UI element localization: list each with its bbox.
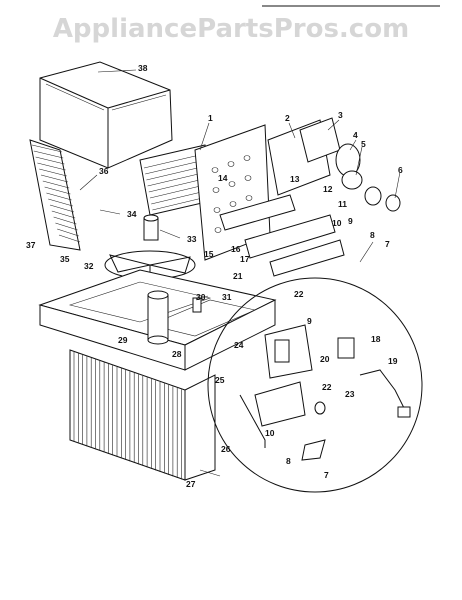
hatch-line — [58, 234, 81, 243]
label-26: 26 — [221, 444, 231, 454]
burner-assembly — [267, 117, 341, 196]
hatch-line — [40, 174, 69, 183]
condenser-cabinet — [69, 349, 216, 481]
burner-manifold — [219, 194, 345, 277]
panel-hole — [245, 195, 253, 201]
hatch-line — [55, 222, 78, 231]
label-7b: 7 — [324, 470, 329, 480]
label-38: 38 — [138, 63, 148, 73]
label-20: 20 — [320, 354, 330, 364]
label-37: 37 — [26, 240, 36, 250]
label-21: 21 — [233, 271, 243, 281]
fan-assembly — [104, 214, 196, 280]
label-3: 3 — [338, 110, 343, 120]
label-8: 8 — [370, 230, 375, 240]
label-17: 17 — [240, 254, 250, 264]
hatch-line — [33, 150, 64, 159]
hatch-line — [48, 198, 73, 207]
label-30: 30 — [196, 292, 206, 302]
label-7: 7 — [385, 239, 390, 249]
label-11: 11 — [338, 199, 347, 209]
panel-hole — [214, 227, 222, 233]
label-2: 2 — [285, 113, 290, 123]
label-29: 29 — [118, 335, 128, 345]
label-4: 4 — [353, 130, 358, 140]
label-25: 25 — [215, 375, 225, 385]
leader-lines — [79, 69, 401, 477]
label-8b: 8 — [286, 456, 291, 466]
panel-hole — [243, 155, 251, 161]
label-34: 34 — [127, 209, 137, 219]
label-33: 33 — [187, 234, 197, 244]
compressor — [147, 290, 202, 345]
hatch-line — [35, 156, 65, 165]
detail-callout — [207, 277, 423, 493]
hatch-line — [46, 192, 72, 201]
label-5: 5 — [361, 139, 366, 149]
hatch-line — [51, 210, 76, 219]
inducer-parts — [335, 143, 401, 212]
label-23: 23 — [345, 389, 355, 399]
label-27: 27 — [186, 479, 196, 489]
label-31: 31 — [222, 292, 232, 302]
hatch-line — [39, 168, 67, 177]
hatch-line — [53, 216, 77, 225]
hatch-line — [37, 162, 66, 171]
panel-hole — [212, 187, 220, 193]
hatch-line — [44, 186, 71, 195]
panel-hole — [244, 175, 252, 181]
label-9: 9 — [348, 216, 353, 226]
panel-hole — [227, 161, 235, 167]
part-number-labels: 1 2 3 4 5 6 7 8 9 10 11 12 13 14 15 16 1… — [26, 63, 403, 489]
heat-exchanger-panel — [194, 124, 271, 261]
hatch-line — [57, 228, 79, 237]
label-32: 32 — [84, 261, 94, 271]
label-28: 28 — [172, 349, 182, 359]
hatch-line — [49, 204, 75, 213]
label-10b: 10 — [265, 428, 275, 438]
label-35: 35 — [60, 254, 70, 264]
panel-hole — [211, 167, 219, 173]
label-22: 22 — [294, 289, 304, 299]
label-22b: 22 — [322, 382, 332, 392]
hatch-line — [31, 144, 63, 153]
watermark-text: AppliancePartsPros.com — [52, 14, 410, 44]
label-13: 13 — [290, 174, 300, 184]
label-19: 19 — [388, 356, 398, 366]
hatch-line — [42, 180, 70, 189]
label-10: 10 — [332, 218, 342, 228]
label-16: 16 — [231, 244, 241, 254]
panel-hole — [213, 207, 221, 213]
label-9b: 9 — [307, 316, 312, 326]
label-18: 18 — [371, 334, 381, 344]
label-15: 15 — [204, 249, 214, 259]
label-12: 12 — [323, 184, 333, 194]
label-36: 36 — [99, 166, 109, 176]
label-24: 24 — [234, 340, 244, 350]
label-14: 14 — [218, 173, 228, 183]
panel-hole — [228, 181, 236, 187]
top-cover-panel — [39, 61, 173, 169]
label-6: 6 — [398, 165, 403, 175]
panel-hole — [229, 201, 237, 207]
label-1: 1 — [208, 113, 213, 123]
condenser-side-coil — [29, 139, 81, 251]
